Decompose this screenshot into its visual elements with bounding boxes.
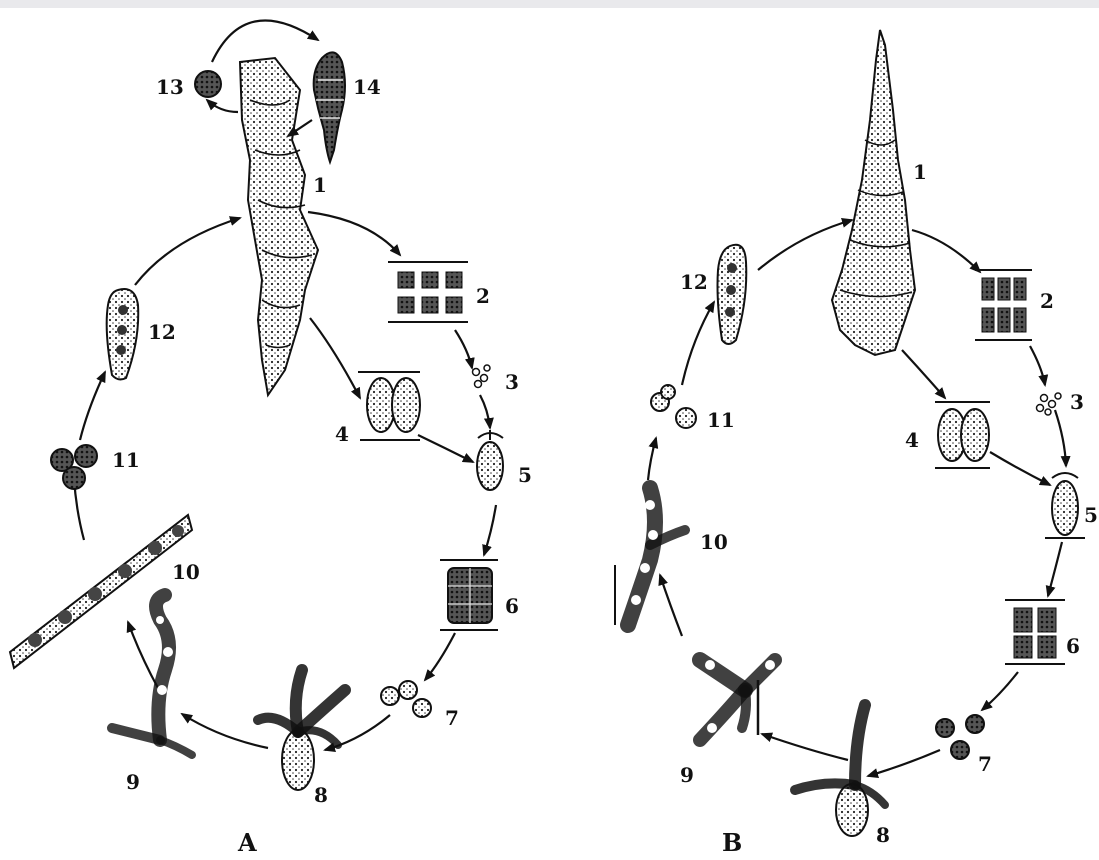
label-a-14: 14 [353,77,381,97]
arrow-a-1-2 [308,212,400,255]
arrow-b-8-9 [762,734,848,760]
stage-a-13-spore [195,71,221,97]
stage-a-14-sporangium [314,52,345,162]
label-b-1: 1 [913,162,927,182]
arrow-a-13-14 [212,20,318,62]
label-b-7: 7 [978,754,992,774]
panel-a-cycle [10,20,503,790]
label-a-9: 9 [126,772,140,792]
panel-label-b: B [722,831,742,855]
label-b-11: 11 [707,410,735,430]
label-a-7: 7 [445,708,459,728]
panel-label-a: A [238,831,257,855]
label-b-8: 8 [876,825,890,845]
arrow-a-3-5 [480,395,490,428]
arrow-a-5-6 [484,505,496,555]
stage-a-3-spores [473,365,491,388]
stage-a-12-sporangium [107,289,139,379]
arrow-a-2-3 [455,330,472,368]
label-a-5: 5 [518,465,532,485]
arrow-a-12-1 [135,218,240,285]
label-b-10: 10 [700,532,728,552]
label-a-6: 6 [505,596,519,616]
label-b-6: 6 [1066,636,1080,656]
arrow-b-5-6 [1048,542,1062,596]
stage-b-7-cysts [936,715,984,759]
arrow-b-6-7 [982,672,1018,710]
arrow-a-1-13 [207,100,238,112]
stage-b-4-gametangia [935,402,990,468]
stage-a-8-germination [258,670,345,790]
arrow-b-2-3 [1030,346,1045,385]
arrow-a-11-12 [80,372,105,440]
stage-b-2-cells [975,270,1032,340]
panel-b-cycle [615,30,1085,836]
label-b-12: 12 [680,272,708,292]
label-a-3: 3 [505,372,519,392]
arrow-b-1-4 [902,350,945,398]
arrow-a-9-10 [128,622,158,688]
stage-b-8-germination [795,705,885,836]
stage-b-6-sporangia [1005,600,1065,664]
label-b-9: 9 [680,765,694,785]
stage-a-4-gametangia [358,372,420,440]
label-a-2: 2 [476,286,490,306]
arrow-b-11-12 [682,302,714,385]
arrow-b-10-11 [648,438,656,480]
arrow-b-1-2 [912,230,980,272]
arrow-b-4-5 [990,452,1050,485]
arrow-b-3-5 [1055,410,1066,466]
label-a-1: 1 [313,175,327,195]
stage-b-3-spores [1037,393,1062,415]
arrow-b-12-1 [758,220,852,270]
arrow-b-9-10 [660,575,682,636]
stage-a-5-zoospore [477,430,503,490]
stage-a-6-sporangia [440,560,498,630]
stage-b-10-filament [615,488,685,625]
label-b-4: 4 [905,430,919,450]
arrow-a-1-4 [310,318,360,398]
arrow-a-6-7 [425,633,455,680]
label-a-10: 10 [172,562,200,582]
host-root-a [240,58,318,395]
stage-b-5-zoospore [1045,473,1085,538]
label-b-5: 5 [1084,505,1098,525]
label-a-8: 8 [314,785,328,805]
arrow-a-4-5 [418,435,473,462]
label-b-2: 2 [1040,291,1054,311]
stage-b-11-cysts [651,385,696,428]
arrow-b-7-8 [868,750,940,776]
label-a-13: 13 [156,77,184,97]
stage-a-7-cysts [381,681,431,717]
stage-a-11-cysts [51,445,97,489]
label-a-12: 12 [148,322,176,342]
label-b-3: 3 [1070,392,1084,412]
stage-b-9-plasmodium [700,660,775,740]
stage-b-12-sporangium [718,245,747,344]
label-a-4: 4 [335,424,349,444]
stage-a-2-cells [388,262,468,322]
label-a-11: 11 [112,450,140,470]
